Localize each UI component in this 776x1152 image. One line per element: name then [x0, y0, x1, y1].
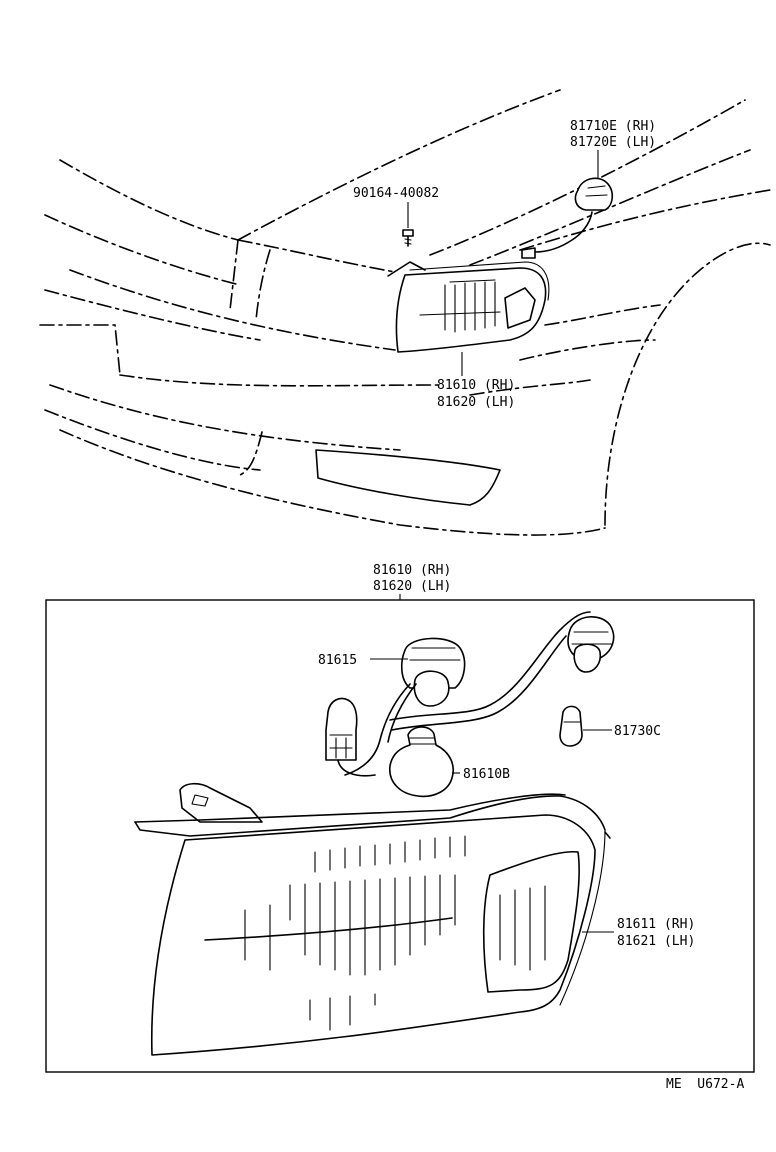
screw-icon: [402, 229, 414, 247]
detail-frame: [45, 599, 755, 1073]
socket-wire-harness: [325, 611, 615, 777]
label-lamp-lh: 81620 (LH): [437, 395, 515, 410]
label-small-bulb: 81730C: [614, 724, 661, 739]
label-socket-wire: 81615: [318, 653, 357, 668]
diagram-code: ME U672-A: [666, 1077, 744, 1092]
label-detail-rh: 81610 (RH): [373, 563, 451, 578]
lens-housing: [134, 782, 611, 1056]
bulb-small-icon: [559, 705, 583, 747]
label-lens-rh: 81611 (RH): [617, 917, 695, 932]
label-socket-lh: 81720E (LH): [570, 135, 656, 150]
side-marker-socket: [521, 177, 614, 259]
car-body-outline: [39, 89, 771, 536]
bulb-large-icon: [389, 726, 454, 798]
corner-lamp-installed: [387, 261, 550, 353]
label-socket-rh: 81710E (RH): [570, 119, 656, 134]
label-screw: 90164-40082: [353, 186, 439, 201]
label-lens-lh: 81621 (LH): [617, 934, 695, 949]
label-lamp-rh: 81610 (RH): [437, 378, 515, 393]
label-large-bulb: 81610B: [463, 767, 510, 782]
label-detail-lh: 81620 (LH): [373, 579, 451, 594]
